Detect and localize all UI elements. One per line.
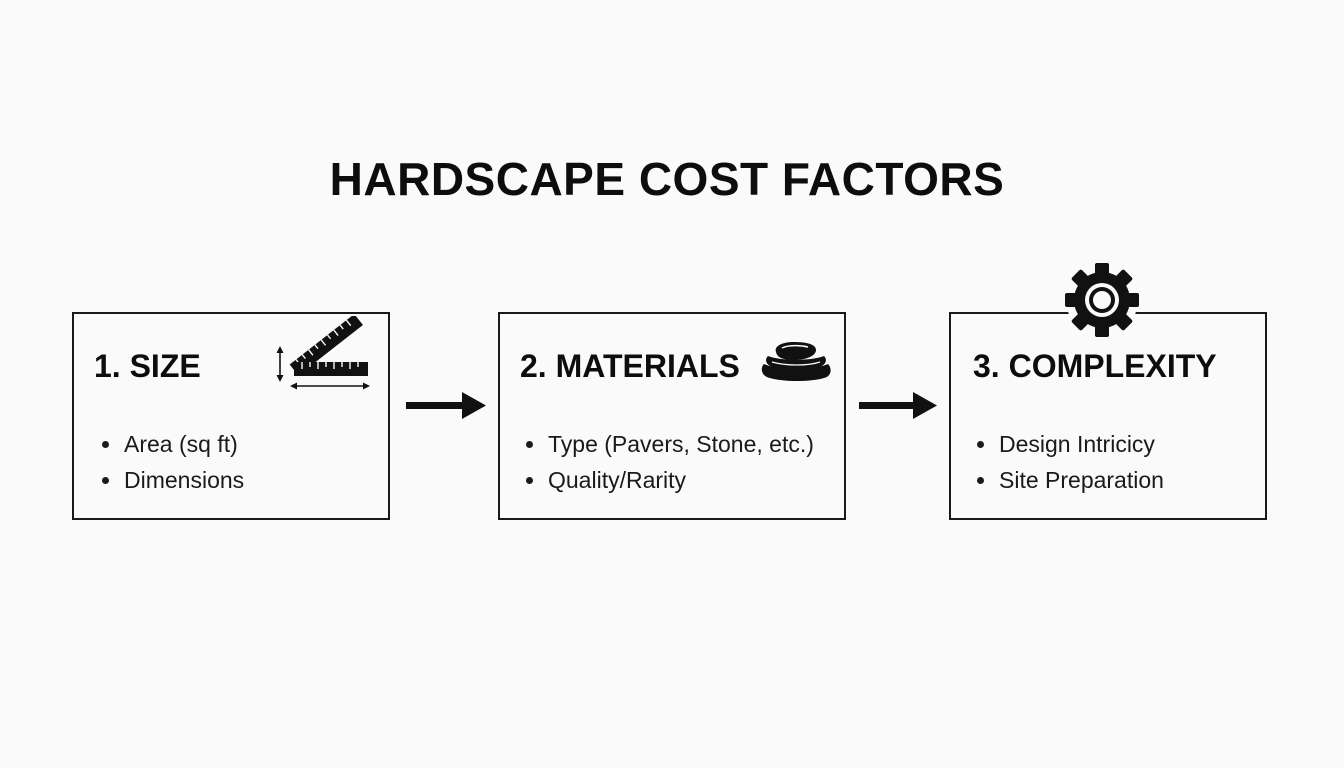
flow-arrow-2 <box>859 392 937 419</box>
factor-heading-size: 1. SIZE <box>94 348 201 384</box>
factor-bullets-materials: Type (Pavers, Stone, etc.) Quality/Rarit… <box>524 426 814 498</box>
factor-heading-materials: 2. MATERIALS <box>520 348 740 384</box>
factor-bullets-complexity: Design Intricicy Site Preparation <box>975 426 1164 498</box>
bullet-item: Dimensions <box>100 462 244 498</box>
factor-box-size: 1. SIZE Area (sq ft) Dimensions <box>72 312 390 520</box>
bullet-item: Design Intricicy <box>975 426 1164 462</box>
flow-arrow-1 <box>406 392 486 419</box>
factor-heading-complexity: 3. COMPLEXITY <box>973 348 1217 384</box>
factor-box-materials: 2. MATERIALS Type (Pavers, Stone, etc.) … <box>498 312 846 520</box>
bullet-item: Area (sq ft) <box>100 426 244 462</box>
bullet-item: Quality/Rarity <box>524 462 814 498</box>
ruler-measure-icon <box>276 316 370 390</box>
bullet-item: Site Preparation <box>975 462 1164 498</box>
factor-box-complexity: 3. COMPLEXITY Design Intricicy Site Prep… <box>949 312 1267 520</box>
gear-icon <box>1065 263 1139 337</box>
bullet-item: Type (Pavers, Stone, etc.) <box>524 426 814 462</box>
diagram-title: HARDSCAPE COST FACTORS <box>329 153 1005 205</box>
stone-stack-icon <box>761 342 831 381</box>
factor-bullets-size: Area (sq ft) Dimensions <box>100 426 244 498</box>
